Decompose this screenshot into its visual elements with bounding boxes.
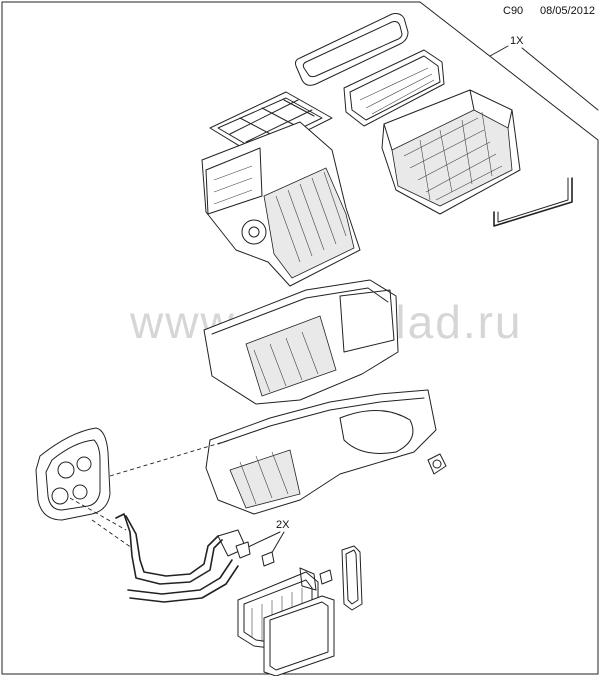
duct-frame [343,49,445,127]
kit-leader-line-2 [521,47,599,111]
pipe-clips [235,541,275,567]
lower-case [205,389,437,515]
diagram-date: 08/05/2012 [540,5,595,17]
seal-strip [493,177,573,227]
flange-gasket [35,427,111,521]
alignment-line-3 [91,519,133,549]
heater-pipes [115,513,247,603]
gasket-frame-top [295,13,409,86]
blower-housing [381,89,521,215]
alignment-line-2 [69,497,127,531]
kit-quantity-label: 1X [510,35,524,47]
tall-seal [341,545,363,611]
clip-leader-line-1 [245,531,281,549]
bushing [427,453,447,475]
diagram-code: C90 [503,5,523,17]
heater-core-seal [263,595,335,676]
kit-leader-line [489,45,509,57]
middle-case [203,279,399,405]
clip-quantity-label: 2X [276,519,290,531]
upper-case [201,121,361,287]
small-nut [319,569,333,585]
